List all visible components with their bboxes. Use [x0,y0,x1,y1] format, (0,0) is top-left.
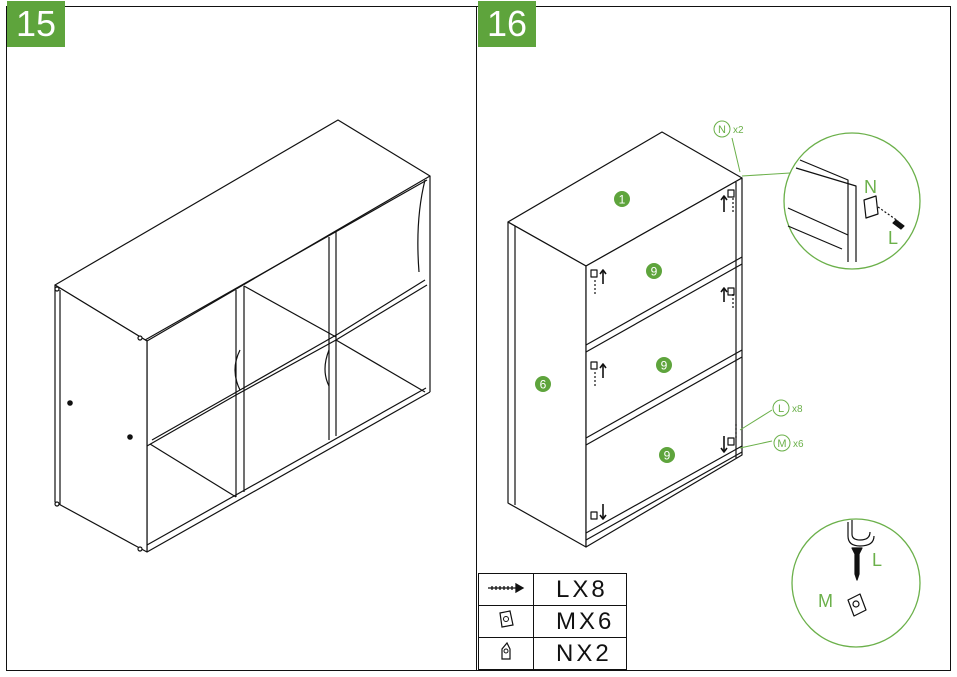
hardware-callout [772,399,790,417]
part-quantity-label: MX6 [533,605,627,638]
part-quantity-label: NX2 [533,637,627,670]
clip-icon [478,637,534,670]
part-label-top: 1 [619,193,626,207]
hardware-parts-table: LX8 MX6 NX2 [478,573,627,670]
callout-qty: x8 [792,404,803,415]
part-marker [646,263,662,279]
hardware-callout [713,120,731,138]
callout-letter: M [777,438,786,450]
detail-label: L [888,228,898,248]
detail-view-bracket [783,132,921,270]
part-marker [614,191,630,207]
detail-view-screw [791,518,921,648]
part-label-shelf: 9 [664,449,671,463]
part-marker [659,447,675,463]
part-marker [535,376,551,392]
callout-letter: L [778,403,784,415]
part-marker [656,357,672,373]
part-label-shelf: 9 [661,359,668,373]
table-row: MX6 [478,605,627,638]
detail-label: M [818,591,833,611]
hardware-callout [773,434,791,452]
part-quantity-label: LX8 [533,573,627,606]
detail-label: N [864,177,877,197]
screw-icon [478,573,534,606]
callout-letter: N [718,124,726,136]
step-number-badge: 15 [7,1,65,47]
table-row: NX2 [478,637,627,670]
part-label-shelf: 9 [651,265,658,279]
bracket-icon [478,605,534,638]
step-number-badge: 16 [478,1,536,47]
part-label-side: 6 [540,378,547,392]
callout-qty: x2 [733,125,744,136]
detail-label: L [872,550,882,570]
callout-qty: x6 [793,439,804,450]
cube-cabinet-drawing [54,119,431,553]
table-row: LX8 [478,573,627,606]
